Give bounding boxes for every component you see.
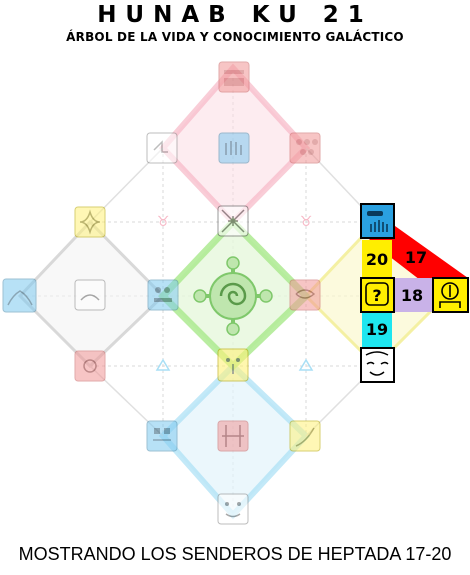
- blue-monkey-glyph-icon: [360, 203, 395, 239]
- blue-night-glyph-icon: [147, 279, 179, 311]
- white-wizard-glyph-icon: [360, 347, 395, 383]
- white-mirror-glyph-icon: [217, 205, 249, 237]
- yellow-sun-glyph-icon: [289, 420, 321, 452]
- red-serpent-glyph-icon: [74, 350, 106, 382]
- white-wind-glyph-icon: [146, 132, 178, 164]
- triangle-right: [298, 358, 314, 371]
- path-20-label: 20: [366, 250, 388, 269]
- yellow-human-glyph-icon: [432, 277, 469, 313]
- red-moon-glyph-icon: [289, 132, 321, 164]
- symbol-venus-left: ♉: [157, 214, 170, 230]
- path-19-band: [362, 312, 392, 348]
- triangle-left: [155, 358, 171, 371]
- hunab-ku-center-icon: [193, 256, 273, 336]
- page-subtitle: ÁRBOL DE LA VIDA Y CONOCIMIENTO GALÁCTIC…: [66, 30, 404, 44]
- white-worldbridger-glyph-icon: [217, 493, 249, 525]
- path-19-label: 19: [366, 320, 388, 339]
- blue-storm-glyph-icon: [2, 278, 37, 313]
- symbol-venus-right: ♉: [300, 214, 313, 230]
- path-18-label: 18: [401, 286, 423, 305]
- blue-eagle-glyph-icon: [146, 420, 178, 452]
- yellow-seed-glyph-icon: [217, 348, 249, 382]
- red-earth-glyph-icon: [289, 279, 321, 311]
- yellow-star-glyph-icon: [74, 206, 106, 238]
- path-18-band: [395, 278, 435, 312]
- svg-text:?: ?: [372, 286, 381, 305]
- white-dog-glyph-icon: [74, 279, 106, 311]
- blue-hand-glyph-icon: [218, 132, 250, 164]
- red-dragon-glyph-icon: [218, 61, 250, 93]
- page-title: HUNAB KU 21: [97, 2, 373, 28]
- red-skywalker-glyph-icon: [217, 420, 249, 452]
- yellow-warrior-glyph-icon: ?: [360, 277, 395, 313]
- small-symbols: ♉ ♉: [155, 214, 314, 371]
- path-20-band: [362, 240, 392, 278]
- footer-caption: MOSTRANDO LOS SENDEROS DE HEPTADA 17-20: [18, 544, 452, 564]
- path-17-label: 17: [405, 248, 427, 267]
